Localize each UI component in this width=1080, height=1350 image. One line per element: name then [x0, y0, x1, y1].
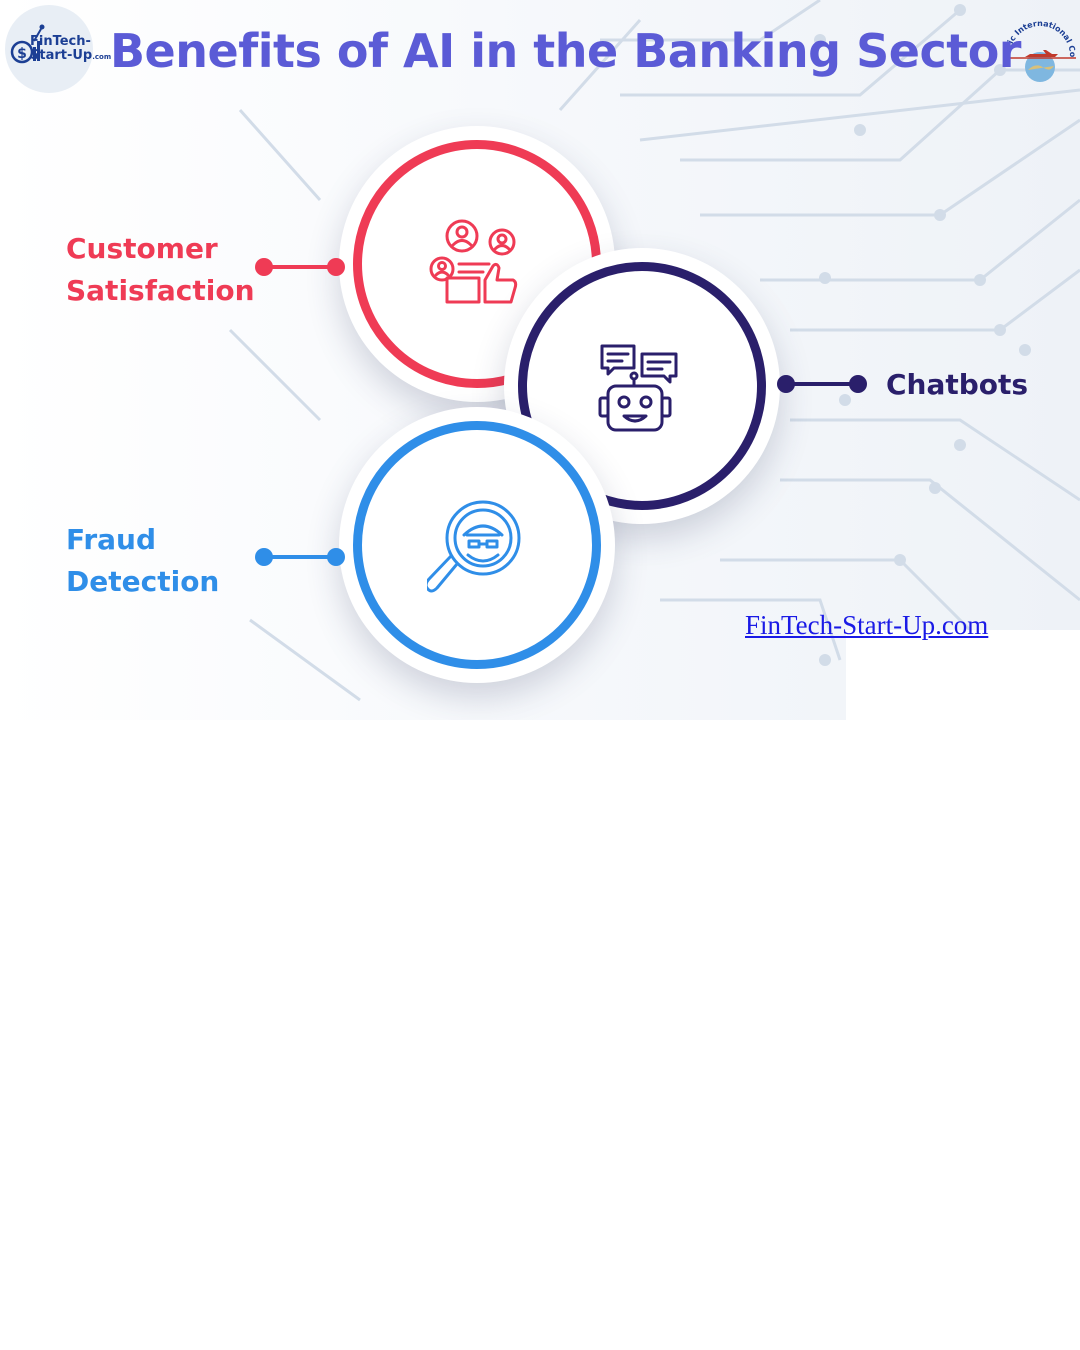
logo-brand-line2: Start-Up	[30, 48, 93, 63]
label-customer-satisfaction-line2: Satisfaction	[66, 274, 255, 307]
circuit-background	[228, 0, 1080, 702]
label-customer-satisfaction-line1: Customer	[66, 232, 218, 265]
ring-fraud-detection	[353, 421, 601, 669]
page-title: Benefits of AI in the Banking Sector	[110, 24, 1021, 78]
logo-brand-suffix: .com	[92, 53, 112, 61]
dollar-chart-icon: $	[10, 24, 45, 64]
logo-left-text: FinTech-Start-Up.com	[30, 35, 111, 64]
connector-chatbots	[777, 375, 867, 393]
connector-fraud-detection	[255, 548, 345, 566]
watermark-link[interactable]: FinTech-Start-Up.com	[745, 610, 989, 640]
airplane-globe-icon: Asiatic International Corp	[997, 3, 1077, 82]
chatbot-icon	[598, 344, 678, 432]
label-chatbots: Chatbots	[886, 364, 1028, 406]
label-chatbots-line1: Chatbots	[886, 368, 1029, 401]
fintech-startup-logo: $ FinTech-Start-Up.com	[5, 5, 111, 93]
fraud-search-icon	[427, 500, 521, 593]
svg-text:$: $	[17, 46, 27, 62]
connector-customer-satisfaction	[255, 258, 345, 276]
asiatic-international-logo: Asiatic International Corp	[997, 3, 1080, 90]
logo-brand-line1: FinTech-	[30, 34, 91, 49]
label-fraud-detection-line2: Detection	[66, 565, 220, 598]
customer-thumbs-up-icon	[429, 219, 518, 304]
infographic: $ FinTech-Start-Up.com Asiatic Internati…	[0, 0, 1080, 720]
circle-fraud-detection	[339, 407, 615, 683]
label-fraud-detection-line1: Fraud	[66, 523, 157, 556]
